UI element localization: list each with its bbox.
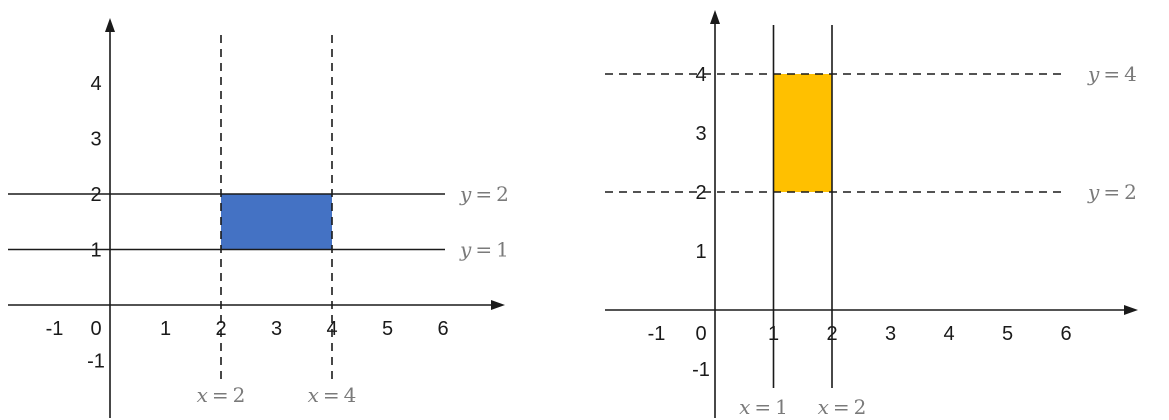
vertical-line-label: x=1 [739, 395, 788, 419]
x-tick-label: 5 [1002, 323, 1013, 345]
y-tick-label: -1 [87, 351, 105, 373]
x-tick-label: 5 [382, 318, 393, 340]
x-tick-label: 4 [326, 318, 337, 340]
x-tick-label: 1 [160, 318, 171, 340]
vertical-line-label: x=2 [197, 383, 246, 407]
y-axis-arrow [105, 18, 115, 32]
vertical-line-label: x=2 [818, 395, 867, 419]
shaded-region [221, 194, 332, 250]
x-tick-label: 6 [1060, 323, 1071, 345]
x-axis-arrow [491, 300, 505, 310]
horizontal-line-label: y=2 [459, 182, 509, 206]
x-tick-label: 3 [271, 318, 282, 340]
horizontal-line-label: y=2 [1087, 180, 1137, 204]
x-tick-label: 0 [90, 318, 101, 340]
y-axis-arrow [710, 10, 720, 24]
y-tick-label: 2 [90, 184, 101, 206]
x-axis-arrow [1124, 305, 1138, 315]
horizontal-line-label: y=1 [459, 238, 509, 262]
y-tick-label: 3 [695, 123, 706, 145]
right-plot: x=1 x=2 y=4 y=2 -1 0 1 2 3 4 5 6 -1 1 2 3 4 [605, 10, 1138, 419]
x-tick-label: 4 [943, 323, 954, 345]
y-tick-label: 3 [90, 129, 101, 151]
x-tick-label: -1 [46, 318, 64, 340]
x-tick-label: 2 [826, 323, 837, 345]
left-plot: x=2 x=4 y=2 y=1 -1 0 1 2 3 4 5 6 -1 1 2 3 4 [8, 18, 509, 418]
x-tick-label: 6 [437, 318, 448, 340]
x-tick-label: 0 [695, 323, 706, 345]
vertical-line-label: x=4 [308, 383, 357, 407]
y-tick-label: 2 [695, 182, 706, 204]
x-tick-label: 2 [215, 318, 226, 340]
y-tick-label: 1 [90, 240, 101, 262]
y-tick-label: 4 [90, 73, 101, 95]
y-tick-label: 4 [695, 64, 706, 86]
shaded-region [773, 74, 832, 192]
x-tick-label: 1 [768, 323, 779, 345]
y-tick-label: -1 [692, 359, 710, 381]
y-tick-label: 1 [695, 241, 706, 263]
horizontal-line-label: y=4 [1087, 62, 1137, 86]
x-tick-label: -1 [648, 323, 666, 345]
x-tick-label: 3 [885, 323, 896, 345]
